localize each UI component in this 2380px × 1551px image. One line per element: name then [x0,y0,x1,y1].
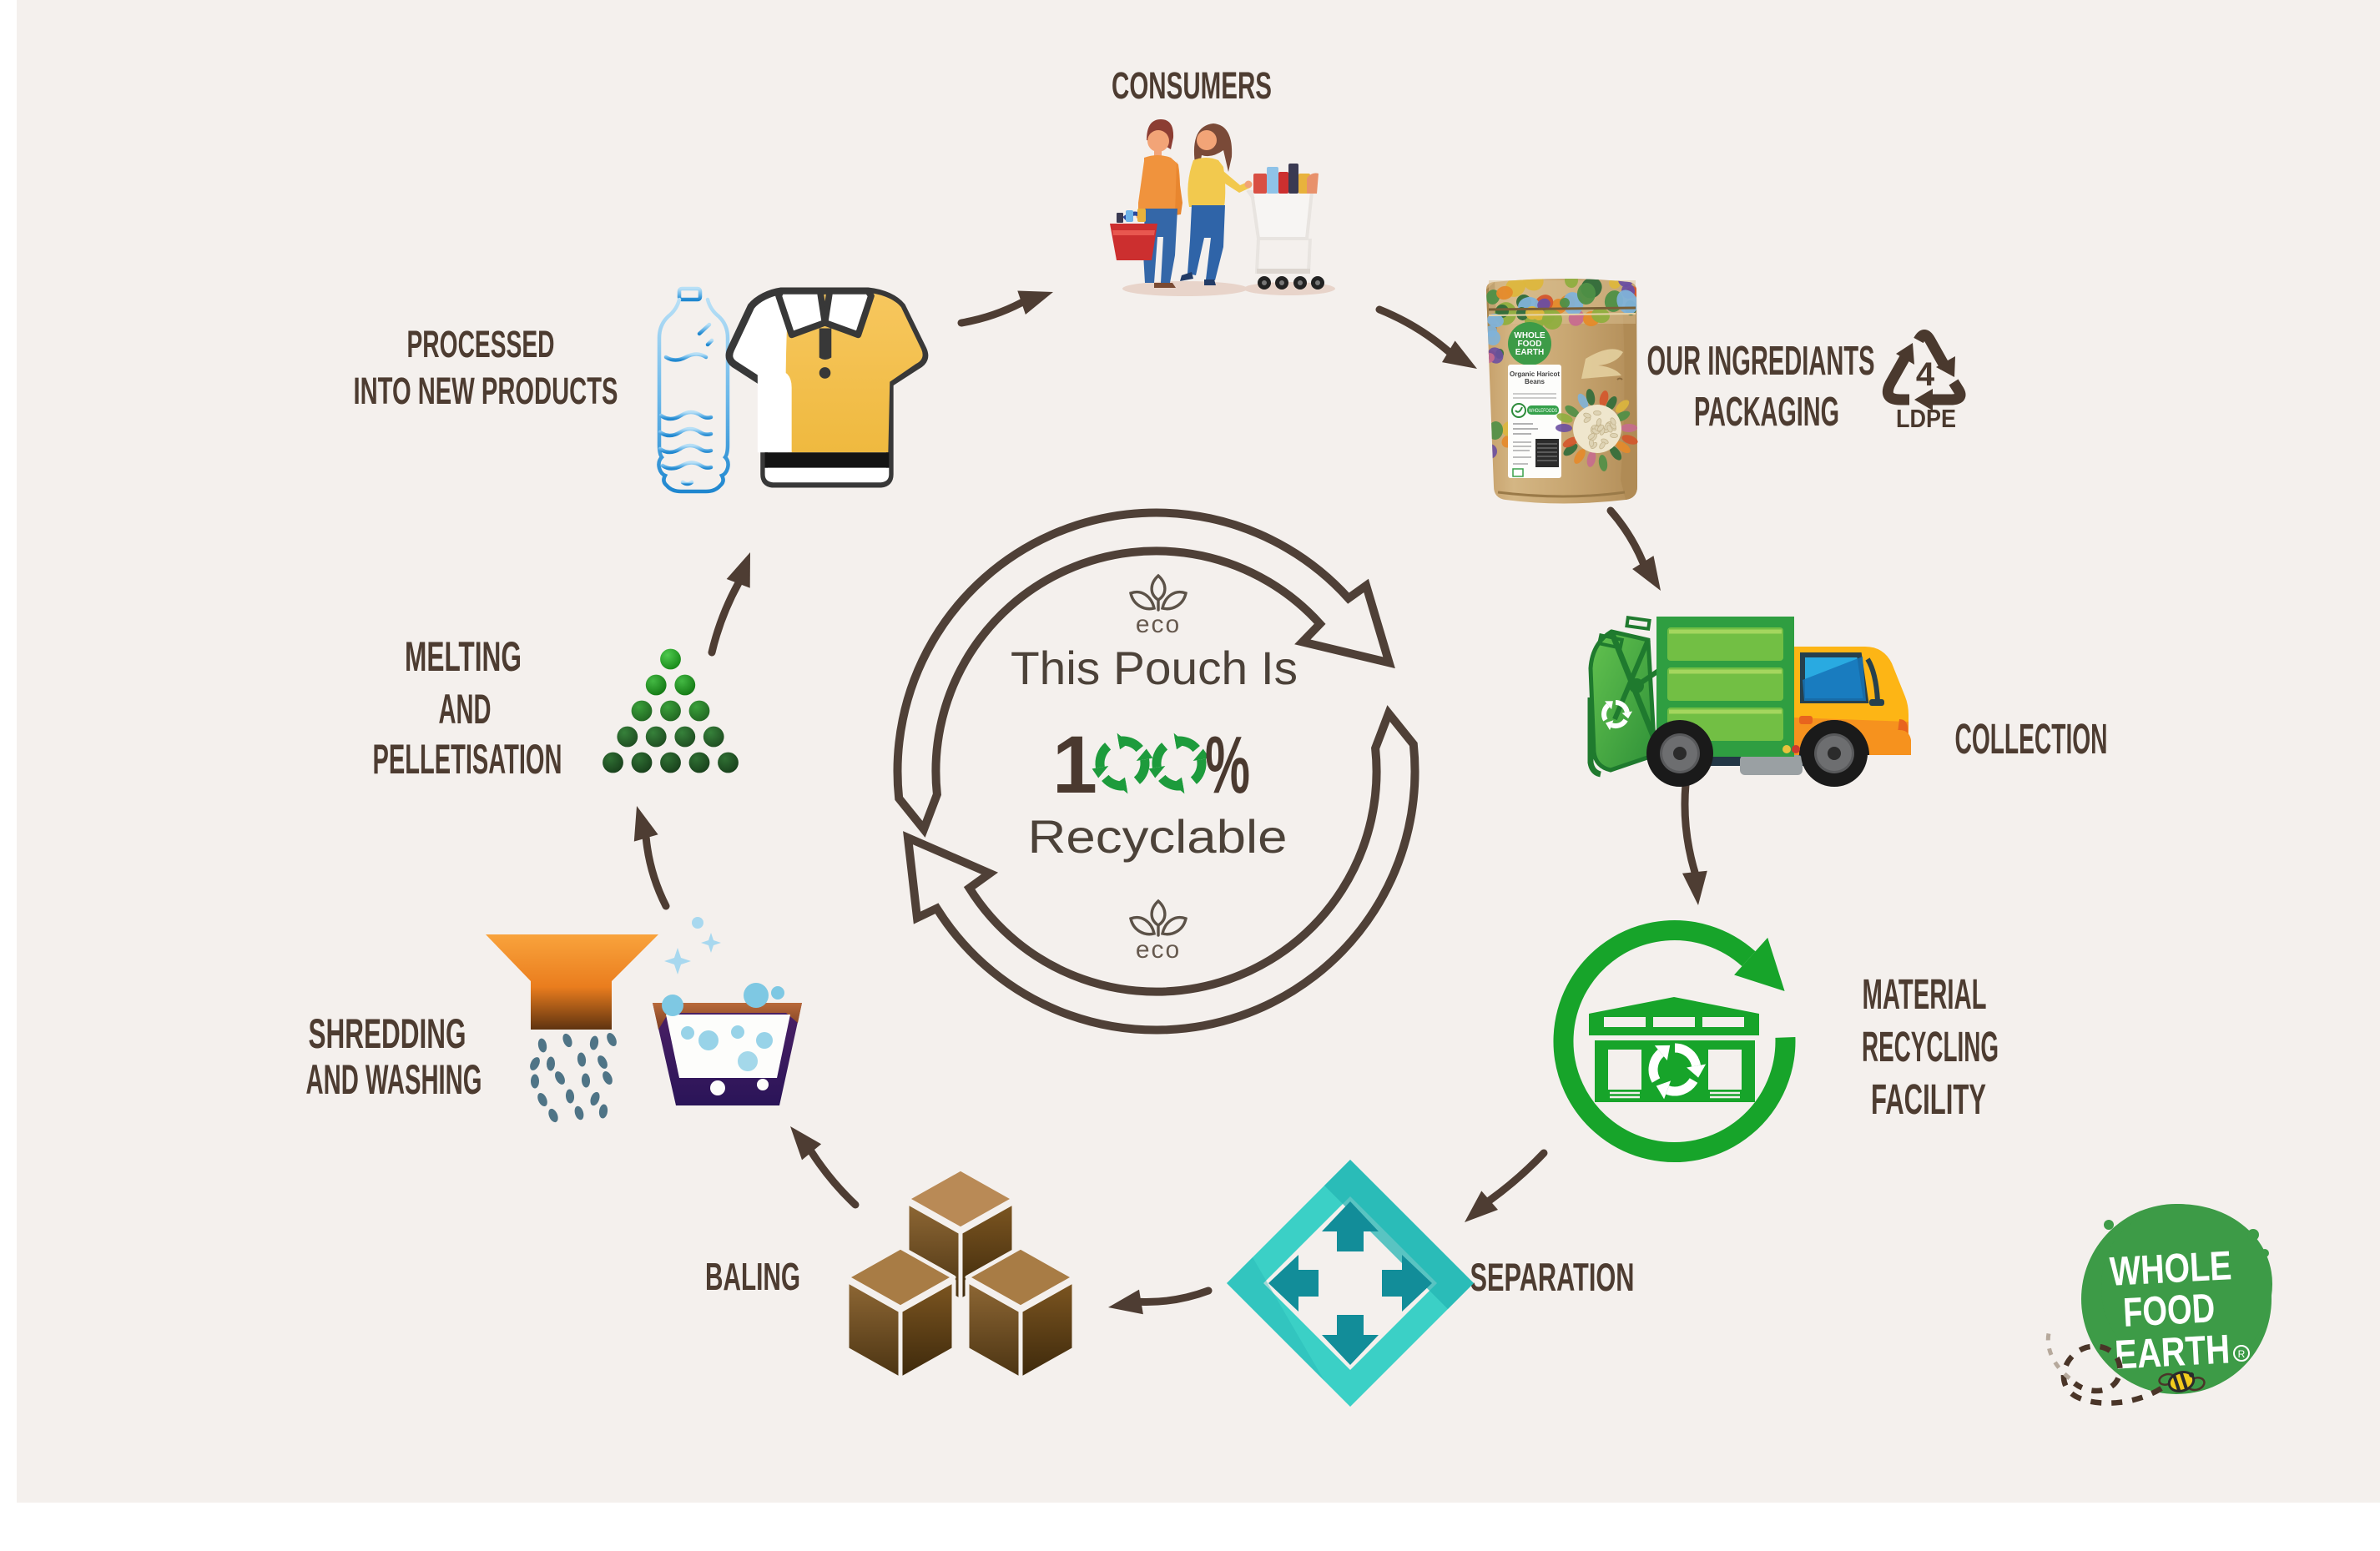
svg-text:EARTH: EARTH [1515,348,1544,357]
svg-text:MATERIAL: MATERIAL [1863,970,1987,1018]
svg-text:eco: eco [1136,936,1181,964]
svg-text:AND WASHING: AND WASHING [306,1056,482,1103]
svg-text:FOOD: FOOD [2122,1286,2216,1336]
svg-text:WHOLEFOODS: WHOLEFOODS [1529,409,1557,414]
svg-text:SEPARATION: SEPARATION [1470,1255,1635,1299]
svg-text:OUR INGREDIANTS: OUR INGREDIANTS [1647,339,1875,384]
svg-text:LDPE: LDPE [1896,404,1956,433]
svg-text:%: % [1205,719,1250,810]
svg-text:R: R [2238,1348,2246,1360]
svg-text:WHOLE: WHOLE [1514,331,1545,340]
svg-text:BALING: BALING [705,1255,800,1298]
svg-text:Recyclable: Recyclable [1028,810,1288,863]
svg-text:MELTING: MELTING [405,633,522,680]
svg-text:RECYCLING: RECYCLING [1862,1023,1999,1070]
svg-text:eco: eco [1136,611,1181,638]
svg-text:PROCESSED: PROCESSED [407,323,555,365]
svg-text:Organic Haricot: Organic Haricot [1510,370,1560,378]
svg-text:FOOD: FOOD [1518,340,1542,349]
svg-text:AND: AND [439,686,492,733]
svg-text:INTO NEW PRODUCTS: INTO NEW PRODUCTS [354,370,618,412]
svg-text:PELLETISATION: PELLETISATION [373,736,562,783]
svg-text:CONSUMERS: CONSUMERS [1112,64,1272,107]
svg-text:EARTH: EARTH [2114,1327,2231,1377]
svg-text:PACKAGING: PACKAGING [1694,390,1839,435]
svg-text:This Pouch Is: This Pouch Is [1011,642,1298,694]
svg-text:4: 4 [1916,356,1935,393]
svg-text:Beans: Beans [1525,378,1545,385]
svg-text:WHOLE: WHOLE [2109,1243,2233,1295]
svg-text:FACILITY: FACILITY [1871,1075,1986,1123]
svg-text:SHREDDING: SHREDDING [309,1010,466,1057]
svg-text:1: 1 [1052,719,1097,810]
svg-text:COLLECTION: COLLECTION [1955,715,2108,763]
